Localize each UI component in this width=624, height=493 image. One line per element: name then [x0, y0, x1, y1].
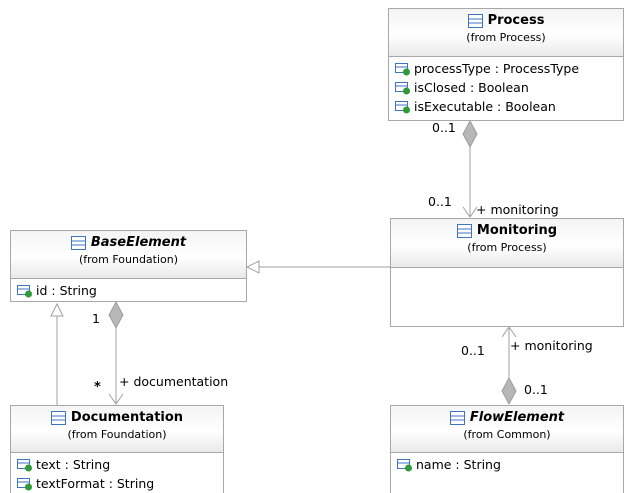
attribute-compartment: name : String	[391, 453, 623, 474]
class-header: BaseElement (from Foundation)	[11, 231, 246, 279]
attribute-compartment: text : String textFormat : String	[11, 453, 223, 493]
package-label: (from Foundation)	[78, 253, 179, 266]
attribute-icon	[395, 81, 411, 95]
attribute-compartment: processType : ProcessType isClosed : Boo…	[389, 57, 623, 116]
base-element-multiplicity-label: 1	[92, 311, 100, 326]
composition-diamond	[462, 119, 478, 149]
documentation-role-label: + documentation	[119, 374, 229, 389]
attribute-icon	[395, 62, 411, 76]
attribute-icon	[17, 477, 33, 491]
flow-monitoring-association[interactable]	[501, 326, 517, 406]
flow-monitoring-role-label: + monitoring	[510, 338, 593, 353]
base-documentation-association[interactable]	[108, 300, 124, 405]
monitoring-generalization[interactable]	[245, 260, 390, 274]
class-header: Monitoring (from Process)	[391, 219, 623, 268]
monitoring-role-label: + monitoring	[476, 202, 559, 217]
documentation-class[interactable]: Documentation (from Foundation) text : S…	[10, 405, 224, 493]
composition-diamond	[501, 376, 517, 406]
documentation-multiplicity-label: *	[94, 380, 101, 395]
class-header: Documentation (from Foundation)	[11, 406, 223, 453]
attribute-row[interactable]: isClosed : Boolean	[395, 78, 623, 97]
flow-element-class[interactable]: FlowElement (from Common) name : String	[390, 405, 624, 493]
attribute-row[interactable]: text : String	[17, 455, 223, 474]
monitoring-multiplicity-label: 0..1	[428, 194, 452, 209]
attribute-icon	[17, 284, 33, 298]
attribute-icon	[397, 458, 413, 472]
base-element-class[interactable]: BaseElement (from Foundation) id : Strin…	[10, 230, 247, 302]
class-icon	[70, 236, 86, 250]
class-icon	[449, 411, 465, 425]
class-icon	[467, 14, 483, 28]
attribute-icon	[395, 100, 411, 114]
package-label: (from Common)	[463, 428, 551, 441]
attribute-compartment	[391, 268, 623, 270]
flow-monitoring-multiplicity-label: 0..1	[461, 343, 485, 358]
documentation-generalization[interactable]	[50, 302, 64, 405]
composition-diamond	[108, 300, 124, 330]
navigability-arrowhead	[462, 206, 478, 218]
class-name: FlowElement	[469, 410, 565, 425]
navigability-arrowhead	[108, 393, 124, 405]
class-header: Process (from Process)	[389, 9, 623, 57]
process-monitoring-association[interactable]	[462, 119, 478, 218]
class-icon	[50, 411, 66, 425]
flow-element-multiplicity-label: 0..1	[524, 382, 548, 397]
package-label: (from Process)	[466, 31, 546, 44]
class-header: FlowElement (from Common)	[391, 406, 623, 453]
class-name: Monitoring	[476, 223, 558, 238]
attribute-icon	[17, 458, 33, 472]
package-label: (from Process)	[467, 241, 547, 254]
class-name: Documentation	[70, 410, 184, 425]
monitoring-class[interactable]: Monitoring (from Process)	[390, 218, 624, 327]
process-class[interactable]: Process (from Process) processType : Pro…	[388, 8, 624, 121]
attribute-row[interactable]: id : String	[17, 281, 246, 300]
attribute-compartment: id : String	[11, 279, 246, 300]
class-name: BaseElement	[90, 235, 187, 250]
class-icon	[456, 224, 472, 238]
attribute-row[interactable]: name : String	[397, 455, 623, 474]
attribute-row[interactable]: isExecutable : Boolean	[395, 97, 623, 116]
process-multiplicity-label: 0..1	[432, 120, 456, 135]
attribute-row[interactable]: textFormat : String	[17, 474, 223, 493]
package-label: (from Foundation)	[67, 428, 167, 441]
attribute-row[interactable]: processType : ProcessType	[395, 59, 623, 78]
generalization-triangle	[245, 260, 260, 274]
generalization-triangle	[50, 302, 64, 317]
class-name: Process	[487, 13, 545, 28]
navigability-arrowhead	[501, 326, 517, 338]
